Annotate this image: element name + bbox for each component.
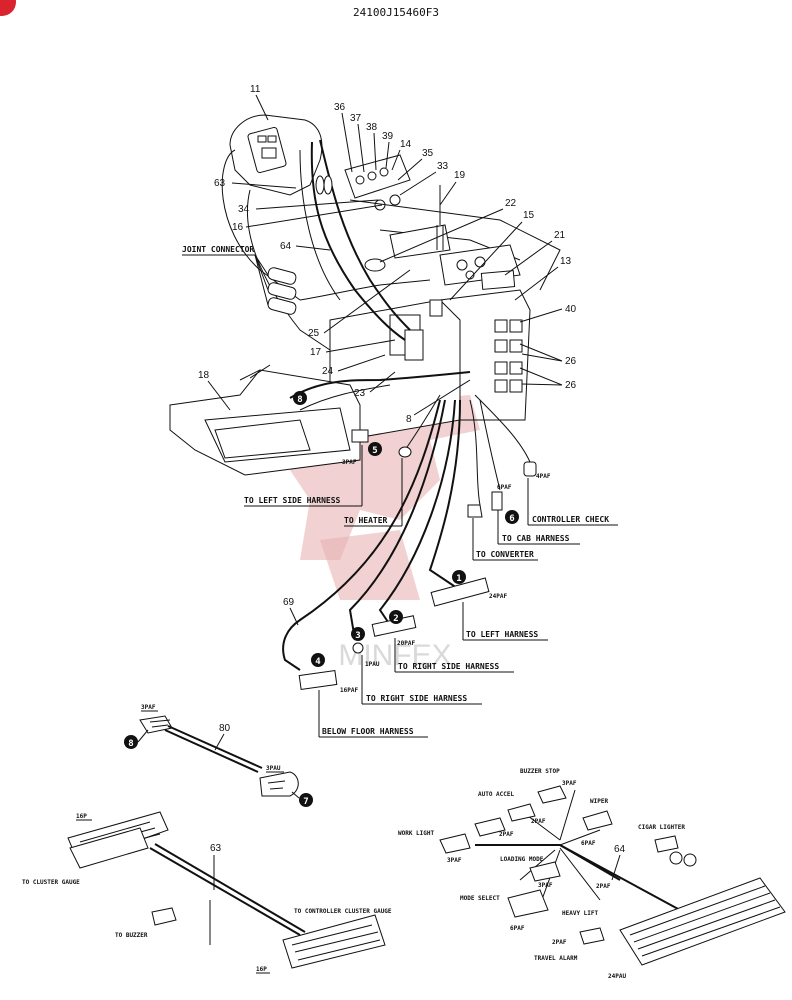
marker-label: 3	[355, 631, 360, 641]
callout-to-heater: TO HEATER	[344, 516, 388, 525]
part-number: 26	[565, 356, 577, 367]
part-number: 35	[422, 148, 434, 159]
connector-code: 6PAF	[497, 484, 512, 491]
label-work-light: WORK LIGHT	[398, 830, 435, 837]
connector-code: 3PAF	[447, 857, 462, 864]
part-number: 25	[308, 328, 320, 339]
part-number: 8	[406, 414, 412, 425]
connector-code: 16P	[76, 813, 87, 820]
marker-label: 1	[456, 574, 461, 584]
callouts: JOINT CONNECTOR TO LEFT SIDE HARNESS TO …	[182, 245, 618, 738]
label-heavy-lift: HEAVY LIFT	[562, 910, 599, 917]
connector-code: 3PAF	[538, 882, 553, 889]
part-number: 19	[454, 170, 466, 181]
label-cigar-lighter: CIGAR LIGHTER	[638, 824, 685, 831]
callout-to-converter: TO CONVERTER	[476, 550, 534, 559]
part-number: 14	[400, 139, 412, 150]
part-number: 15	[523, 210, 535, 221]
label-to-cluster-gauge: TO CLUSTER GAUGE	[22, 879, 80, 886]
part-number: 40	[565, 304, 577, 315]
part-number: 22	[505, 198, 517, 209]
part-numbers: 11 36 37 38 39 14 35 33 19 63 34 16 22 1…	[198, 84, 577, 425]
callout-joint-connector: JOINT CONNECTOR	[182, 245, 254, 254]
connector-codes: 3PAF 6PAF 4PAF 24PAF 20PAF 1PAU 16PAF	[340, 459, 551, 694]
marker-label: 5	[372, 446, 377, 456]
part-number-69: 69	[283, 597, 295, 608]
connector-code: 6PAF	[510, 925, 525, 932]
main-assembly	[169, 114, 561, 691]
connector-code: 2PAF	[596, 883, 611, 890]
connector-code: 3PAF	[562, 780, 577, 787]
label-to-controller-cluster-gauge: TO CONTROLLER CLUSTER GAUGE	[294, 908, 392, 915]
sub-harness-64: BUZZER STOP 3PAF AUTO ACCEL 2PAF WIPER 6…	[398, 768, 786, 980]
part-number: 39	[382, 131, 394, 142]
callout-controller-check: CONTROLLER CHECK	[532, 515, 609, 524]
part-number: 33	[437, 161, 449, 172]
part-number: 38	[366, 122, 378, 133]
sub-harness-80: 3PAF 3PAU 80 8 7	[124, 704, 313, 807]
connector-code: 24PAU	[608, 973, 626, 980]
callout-to-left-side-harness: TO LEFT SIDE HARNESS	[244, 496, 341, 505]
label-wiper: WIPER	[590, 798, 608, 805]
connector-code: 2PAF	[552, 939, 567, 946]
part-number: 11	[250, 84, 261, 95]
connector-code: 2PAF	[531, 818, 546, 825]
part-number-80: 80	[219, 723, 231, 734]
callout-to-right-side-harness-b: TO RIGHT SIDE HARNESS	[366, 694, 467, 703]
label-buzzer-stop: BUZZER STOP	[520, 768, 560, 775]
part-number: 26	[565, 380, 577, 391]
connector-code: 1PAU	[365, 661, 380, 668]
connector-code: 2PAF	[499, 831, 514, 838]
connector-code: 3PAU	[266, 765, 281, 772]
marker-label: 4	[315, 657, 321, 667]
sub-harness-63: 16P 16P 63 TO CLUSTER GAUGE TO BUZZER TO…	[22, 811, 392, 974]
connector-code: 20PAF	[397, 640, 415, 647]
marker-label: 8	[297, 395, 302, 405]
part-number: 23	[354, 388, 366, 399]
part-number: 24	[322, 366, 334, 377]
part-number: 18	[198, 370, 210, 381]
callout-below-floor-harness: BELOW FLOOR HARNESS	[322, 727, 414, 736]
label-auto-accel: AUTO ACCEL	[478, 791, 515, 798]
connector-code: 3PAF	[141, 704, 156, 711]
label-travel-alarm: TRAVEL ALARM	[534, 955, 578, 962]
connector-code: 6PAF	[581, 840, 596, 847]
circle-markers: 1 2 3 4 5 6 8	[293, 391, 519, 667]
part-number: 34	[238, 204, 250, 215]
part-number: 64	[280, 241, 292, 252]
marker-label: 2	[393, 614, 398, 624]
drawing-code: 24100J15460F3	[353, 6, 439, 19]
part-number: 17	[310, 347, 322, 358]
label-to-buzzer: TO BUZZER	[115, 932, 148, 939]
part-number: 36	[334, 102, 346, 113]
label-mode-select: MODE SELECT	[460, 895, 500, 902]
callout-to-left-harness: TO LEFT HARNESS	[466, 630, 538, 639]
part-number: 21	[554, 230, 566, 241]
part-number-63: 63	[210, 843, 222, 854]
part-number: 13	[560, 256, 572, 267]
part-number-64: 64	[614, 844, 626, 855]
connector-code: 16PAF	[340, 687, 358, 694]
part-number: 63	[214, 178, 226, 189]
callout-to-right-side-harness-a: TO RIGHT SIDE HARNESS	[398, 662, 499, 671]
marker-label: 8	[128, 739, 133, 749]
marker-label: 7	[303, 797, 308, 807]
callout-to-cab-harness: TO CAB HARNESS	[502, 534, 570, 543]
connector-code: 24PAF	[489, 593, 507, 600]
connector-code: 3PAF	[342, 459, 357, 466]
marker-label: 6	[509, 514, 514, 524]
connector-code: 4PAF	[536, 473, 551, 480]
connector-code: 16P	[256, 966, 267, 973]
label-loading-mode: LOADING MODE	[500, 856, 544, 863]
part-number: 37	[350, 113, 362, 124]
part-number: 16	[232, 222, 244, 233]
